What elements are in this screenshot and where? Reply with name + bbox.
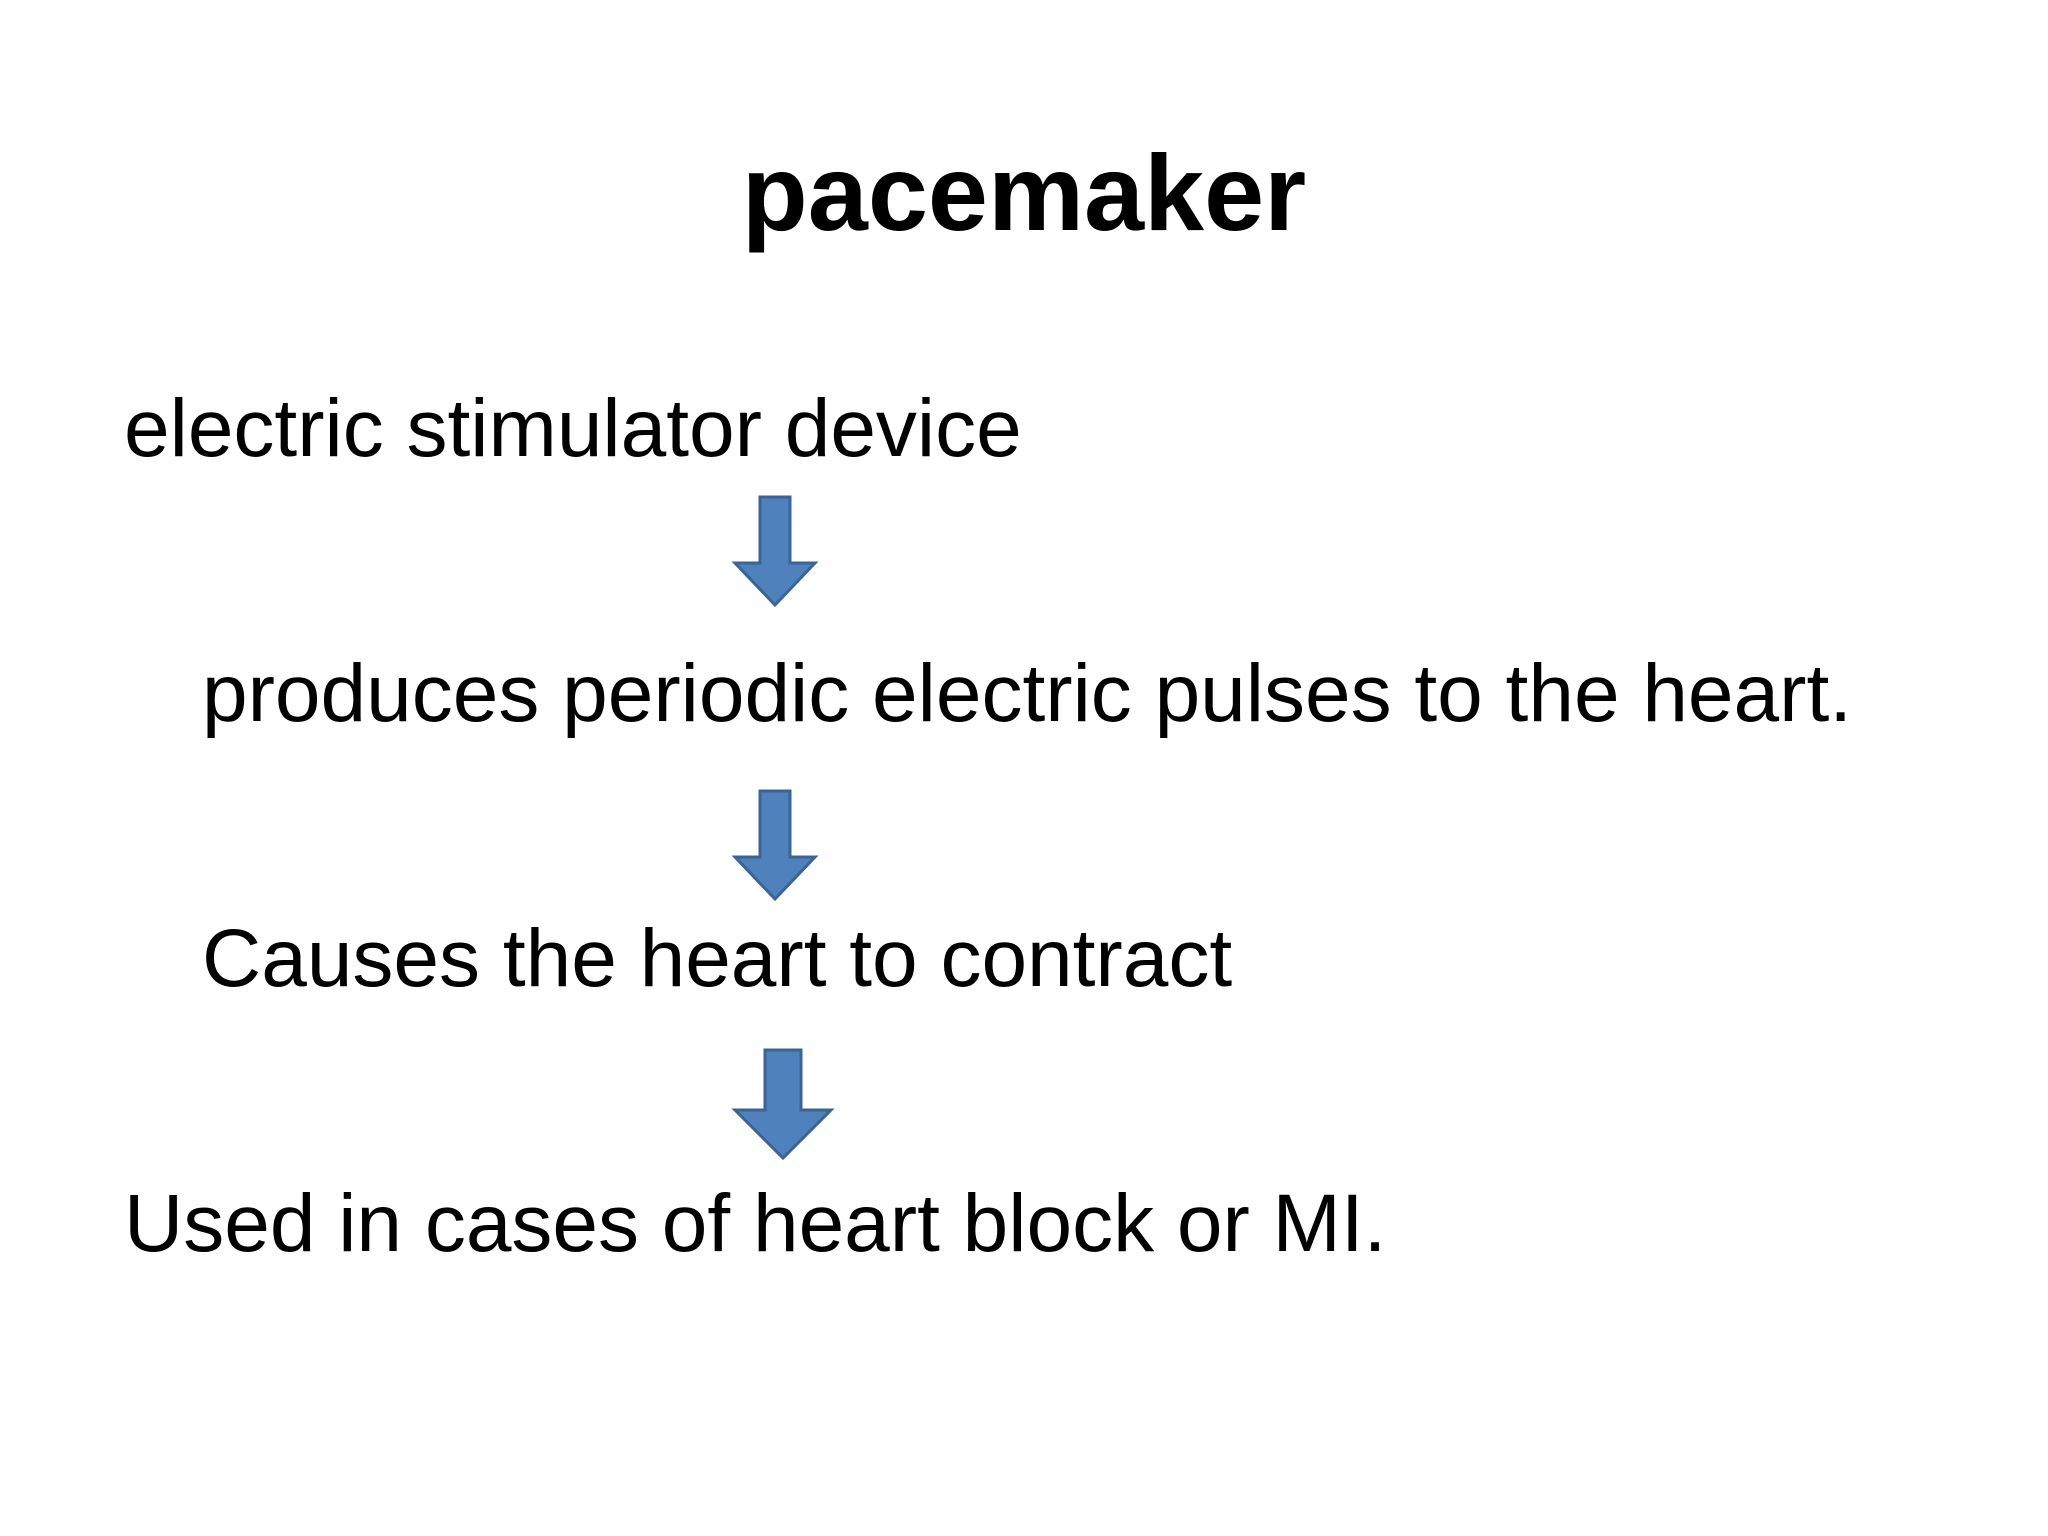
arrow-shape bbox=[731, 789, 819, 902]
step-heart-contract: Causes the heart to contract bbox=[202, 913, 1233, 1004]
step-electric-stimulator: electric stimulator device bbox=[124, 383, 1022, 474]
slide-title: pacemaker bbox=[741, 132, 1307, 253]
down-arrow-icon bbox=[731, 1048, 835, 1161]
down-arrow-icon bbox=[731, 789, 819, 902]
step-produces-pulses: produces periodic electric pulses to the… bbox=[202, 648, 1853, 739]
arrow-shape bbox=[731, 1048, 835, 1161]
step-used-in-cases: Used in cases of heart block or MI. bbox=[124, 1178, 1387, 1269]
arrow-shape bbox=[731, 495, 819, 608]
down-arrow-icon bbox=[731, 495, 819, 608]
